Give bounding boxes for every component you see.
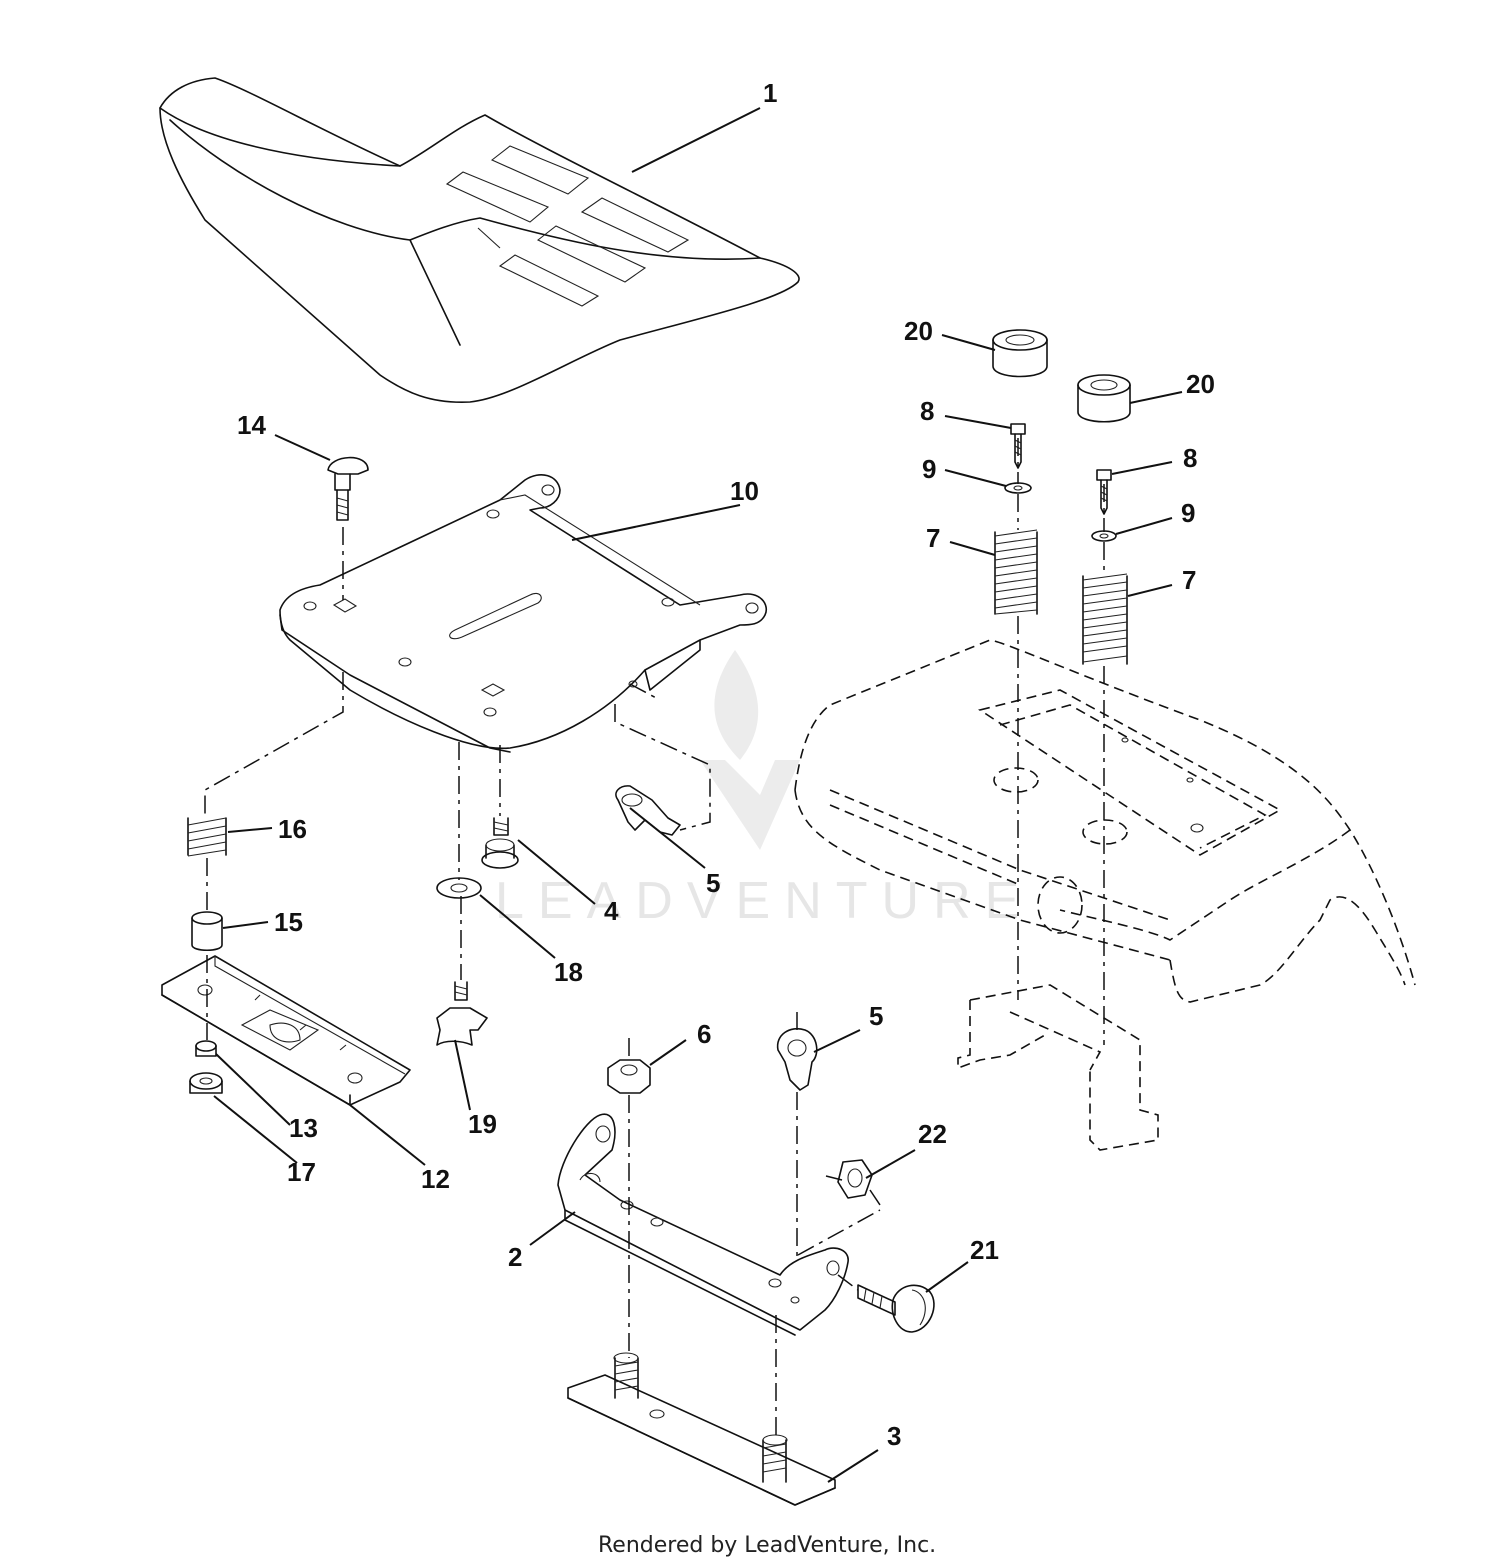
watermark-text: LEADVENTURE	[495, 872, 1033, 930]
callout-13: 13	[289, 1113, 318, 1143]
callout-20a: 20	[904, 316, 933, 346]
callout-5a: 5	[706, 868, 720, 898]
footer-credit: Rendered by LeadVenture, Inc.	[598, 1533, 936, 1558]
callout-16: 16	[278, 814, 307, 844]
callout-7b: 7	[1182, 565, 1196, 595]
seat-pan-part	[279, 474, 767, 753]
callout-7a: 7	[926, 523, 940, 553]
callout-18: 18	[554, 957, 583, 987]
slide-plate-part	[567, 1352, 836, 1506]
callout-10: 10	[730, 476, 759, 506]
screw-washer-parts	[1004, 423, 1117, 542]
leader-lines	[213, 107, 1183, 1483]
callout-8a: 8	[920, 396, 934, 426]
seat-part	[159, 77, 800, 403]
hex-bolt-part	[857, 1284, 935, 1333]
spring-part	[994, 529, 1128, 665]
washer-knob-parts	[436, 877, 488, 1046]
callout-1: 1	[763, 78, 777, 108]
callout-21: 21	[970, 1235, 999, 1265]
callout-6: 6	[697, 1019, 711, 1049]
shoulder-bolt-part	[481, 817, 519, 869]
assembly-lines	[204, 438, 1105, 1440]
callout-9a: 9	[922, 454, 936, 484]
callout-labels: 1 2 3 4 5 5 6 7 7 8 8 9 9 10 12 13 14 15…	[237, 78, 1215, 1451]
retainer-clip-part	[615, 785, 818, 1091]
callout-8b: 8	[1183, 443, 1197, 473]
locknut-part	[837, 1159, 873, 1199]
carriage-bolt-part	[327, 456, 369, 521]
callout-2: 2	[508, 1242, 522, 1272]
watermark: LEADVENTURE	[495, 650, 1033, 930]
callout-15: 15	[274, 907, 303, 937]
spacer-part	[992, 329, 1131, 423]
hex-nut-part	[607, 1059, 651, 1094]
callout-17: 17	[287, 1157, 316, 1187]
callout-5b: 5	[869, 1001, 883, 1031]
callout-4: 4	[604, 896, 619, 926]
callout-12: 12	[421, 1164, 450, 1194]
callout-19: 19	[468, 1109, 497, 1139]
callout-22: 22	[918, 1119, 947, 1149]
callout-20b: 20	[1186, 369, 1215, 399]
callout-3: 3	[887, 1421, 901, 1451]
callout-9b: 9	[1181, 498, 1195, 528]
seat-bracket-part	[557, 1113, 849, 1336]
lever-assembly-parts	[161, 817, 411, 1106]
fender-outline	[794, 639, 1416, 1151]
callout-14: 14	[237, 410, 266, 440]
